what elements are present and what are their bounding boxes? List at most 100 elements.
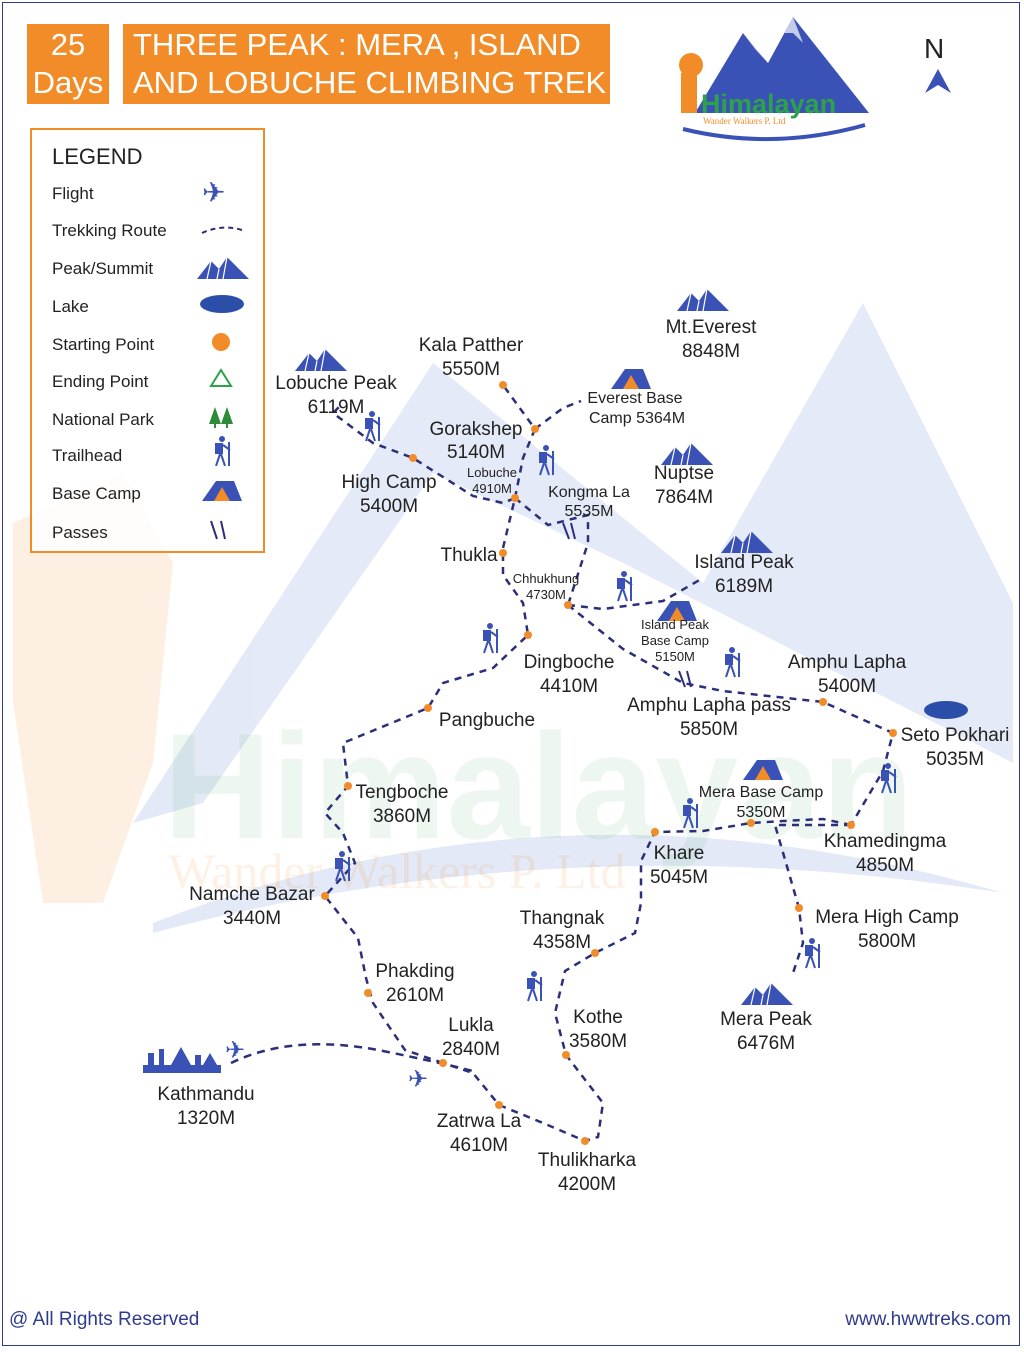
legend-title: LEGEND [52,144,143,169]
thangnak-label: Thangnak [520,908,605,929]
namche-label: Namche Bazar [189,884,315,905]
nuptse-label: Nuptse [654,463,714,484]
mera-peak-elev: 6476M [737,1033,795,1054]
legend-label-base-camp: Base Camp [52,484,141,503]
point-phakding [364,989,372,997]
island-peak-label: Island Peak [694,552,794,573]
gorakshep-label: Gorakshep [430,419,523,440]
logo-subtitle: Wander Walkers P. Ltd [703,116,786,126]
everest-elev: 8848M [682,341,740,362]
phakding-elev: 2610M [386,985,444,1006]
thulikharka-elev: 4200M [558,1174,616,1195]
kongma-la-label: Kongma La [548,484,630,501]
point-high-camp [409,454,417,462]
lobuche-label: Lobuche [467,465,517,480]
everest-mountain-icon [676,288,730,312]
everest-bc-elev: Camp 5364M [589,410,685,427]
kathmandu-skyline-icon [143,1047,221,1073]
everest-bc-label: Everest Base [587,390,682,407]
namche-elev: 3440M [223,908,281,929]
lobuche-peak-elev: 6119M [308,397,365,418]
legend: LEGEND Flight ✈ Trekking Route Peak/Summ… [30,128,265,553]
company-logo [679,17,869,142]
trailhead-hiker-icon [804,937,821,969]
mera-bc-label: Mera Base Camp [699,784,824,801]
website-link[interactable]: www.hwwtreks.com [845,1309,1011,1330]
point-mera-high [795,904,803,912]
point-namche [321,892,329,900]
kothe-label: Kothe [573,1007,623,1028]
legend-label-passes: Passes [52,523,108,542]
seto-pokhari-label: Seto Pokhari [901,725,1010,746]
chhukhung-elev: 4730M [526,587,566,602]
north-arrow-icon [925,69,951,93]
seto-pokhari-elev: 5035M [926,749,984,770]
amphu-lapha-elev: 5400M [818,676,876,697]
legend-label-starting-point: Starting Point [52,335,155,354]
point-kala-patther [499,381,507,389]
point-khare [651,828,659,836]
khare-label: Khare [654,843,705,864]
high-camp-label: High Camp [341,472,436,493]
khamedingma-elev: 4850M [856,855,914,876]
route-points [321,381,897,1145]
mera-bc-elev: 5350M [737,804,786,821]
days-badge: 25 Days [27,24,109,104]
khamedingma-label: Khamedingma [824,831,947,852]
legend-label-trailhead: Trailhead [52,446,123,465]
svg-text:✈: ✈ [202,178,225,208]
gorakshep-elev: 5140M [447,442,505,463]
kongma-la-elev: 5535M [565,503,614,520]
trekking-route [323,384,895,1143]
trailhead-hiker-icon [526,970,543,1002]
title-line1: THREE PEAK : MERA , ISLAND [133,27,581,62]
mera-high-label: Mera High Camp [815,907,959,928]
island-bc-label2: Base Camp [641,633,709,648]
point-amphu-lapha [819,698,827,706]
flight-route [230,1043,474,1073]
dashed-line-icon [201,226,243,234]
trailhead-hiker-icon [364,410,381,442]
hiker-icon [214,436,231,466]
watermark-brand: Himalayan [163,702,913,870]
point-thangnak [591,949,599,957]
compass-label: N [924,33,945,64]
tengboche-elev: 3860M [373,806,431,827]
thukla-label: Thukla [440,545,497,566]
legend-label-ending-point: Ending Point [52,372,149,391]
point-pangbuche [424,704,432,712]
amphu-lapha-label: Amphu Lapha [788,652,907,673]
point-zatrwa [495,1101,503,1109]
trees-icon [209,407,233,428]
mera-peak-mountain-icon [740,982,794,1006]
point-seto-pokhari [889,729,897,737]
background-watermark [13,303,1013,933]
thangnak-elev: 4358M [533,932,591,953]
everest-label: Mt.Everest [666,317,758,338]
copyright-text: @ All Rights Reserved [9,1309,200,1330]
point-thulikharka [581,1137,589,1145]
legend-label-peak: Peak/Summit [52,259,154,278]
trailhead-hiker-icon [482,622,499,654]
tent-icon [202,481,242,501]
kothe-elev: 3580M [569,1031,627,1052]
kathmandu-elev: 1320M [177,1108,235,1129]
everest-bc-tent-icon [611,369,651,389]
tengboche-label: Tengboche [356,782,449,803]
watermark-subtitle: Wander Walkers P. Ltd [168,843,626,899]
legend-label-lake: Lake [52,297,89,316]
title-line2: AND LOBUCHE CLIMBING TREK [133,65,607,100]
lukla-label: Lukla [448,1015,494,1036]
island-bc-elev: 5150M [655,649,695,664]
airplane-icon: ✈ [225,1037,245,1064]
khare-elev: 5045M [650,867,708,888]
logo-brand: Himalayan [701,89,836,119]
days-number: 25 [50,27,86,62]
kongma-la-pass-icon [562,522,576,540]
dingboche-elev: 4410M [540,676,598,697]
days-label: Days [32,65,104,100]
kathmandu-label: Kathmandu [157,1084,254,1105]
phakding-label: Phakding [375,961,454,982]
mera-high-elev: 5800M [858,931,916,952]
